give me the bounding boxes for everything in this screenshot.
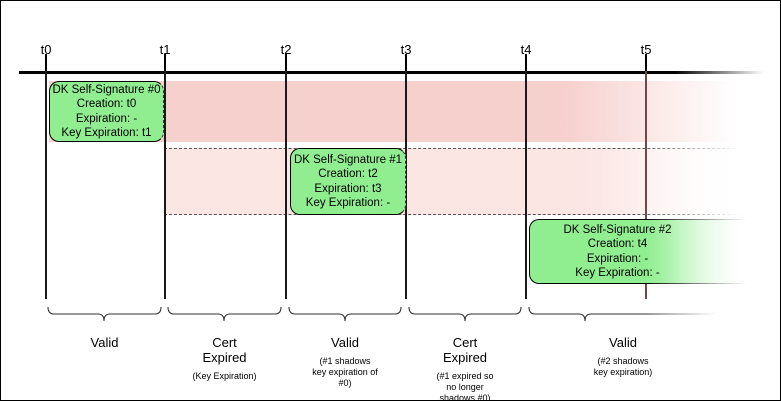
signature-1-key-expiration: Key Expiration: - [305,197,391,209]
period-divider-t2 [285,71,287,299]
axis-tick-t1 [164,54,166,77]
signature-2-expiration: Expiration: - [586,252,649,265]
timeline-axis [19,71,764,74]
period-1-note: (Key Expiration) [192,371,257,381]
signature-1-title: DK Self-Signature #1 [293,153,403,166]
validity-band-shadowed [164,147,765,216]
period-4-status: Valid [609,335,637,350]
signature-1-expiration: Expiration: t3 [314,182,382,195]
period-1-status-line2: Expired [202,350,247,365]
signature-0-title: DK Self-Signature #0 [52,83,161,96]
signature-0-key-expiration: Key Expiration: t1 [61,127,152,139]
axis-tick-t5 [645,54,647,77]
brace-period-1 [167,306,282,322]
period-0-status: Valid [90,335,119,350]
axis-tick-t3 [405,54,407,77]
signature-box-2[interactable]: DK Self-Signature #2 Creation: t4 Expira… [529,219,765,284]
period-divider-t0 [45,71,47,299]
period-divider-t1 [164,71,166,299]
signature-2-creation: Creation: t4 [587,238,648,250]
brace-period-3 [408,306,522,322]
period-divider-t5 [645,71,647,299]
period-caption-0: Valid [47,335,162,350]
axis-label-t5: t5 [640,42,652,57]
signature-2-title: DK Self-Signature #2 [563,223,672,236]
axis-label-t1: t1 [159,42,171,57]
signature-2-key-expiration: Key Expiration: - [575,267,660,279]
signature-box-1[interactable]: DK Self-Signature #1 Creation: t2 Expira… [290,148,406,215]
signature-box-0[interactable]: DK Self-Signature #0 Creation: t0 Expira… [49,81,164,142]
period-3-status-line2: Expired [442,350,488,365]
axis-label-t4: t4 [520,42,532,57]
brace-period-4 [528,306,718,322]
period-3-status-line1: Cert [452,335,478,350]
signature-0-expiration: Expiration: - [75,112,138,125]
signature-0-creation: Creation: t0 [76,98,137,110]
axis-tick-t2 [285,54,287,77]
period-caption-1: Cert Expired (Key Expiration) [167,335,282,382]
brace-period-0 [47,306,162,322]
axis-label-t3: t3 [400,42,412,57]
period-2-status: Valid [331,335,359,350]
period-divider-t3 [405,71,407,299]
axis-tick-t0 [45,54,47,77]
axis-label-t2: t2 [280,42,292,57]
period-1-status-line1: Cert [212,335,237,350]
period-divider-t4 [525,71,527,299]
signature-1-creation: Creation: t2 [318,168,378,180]
axis-tick-t4 [525,54,527,77]
axis-label-t0: t0 [40,42,52,57]
brace-period-2 [288,306,402,322]
